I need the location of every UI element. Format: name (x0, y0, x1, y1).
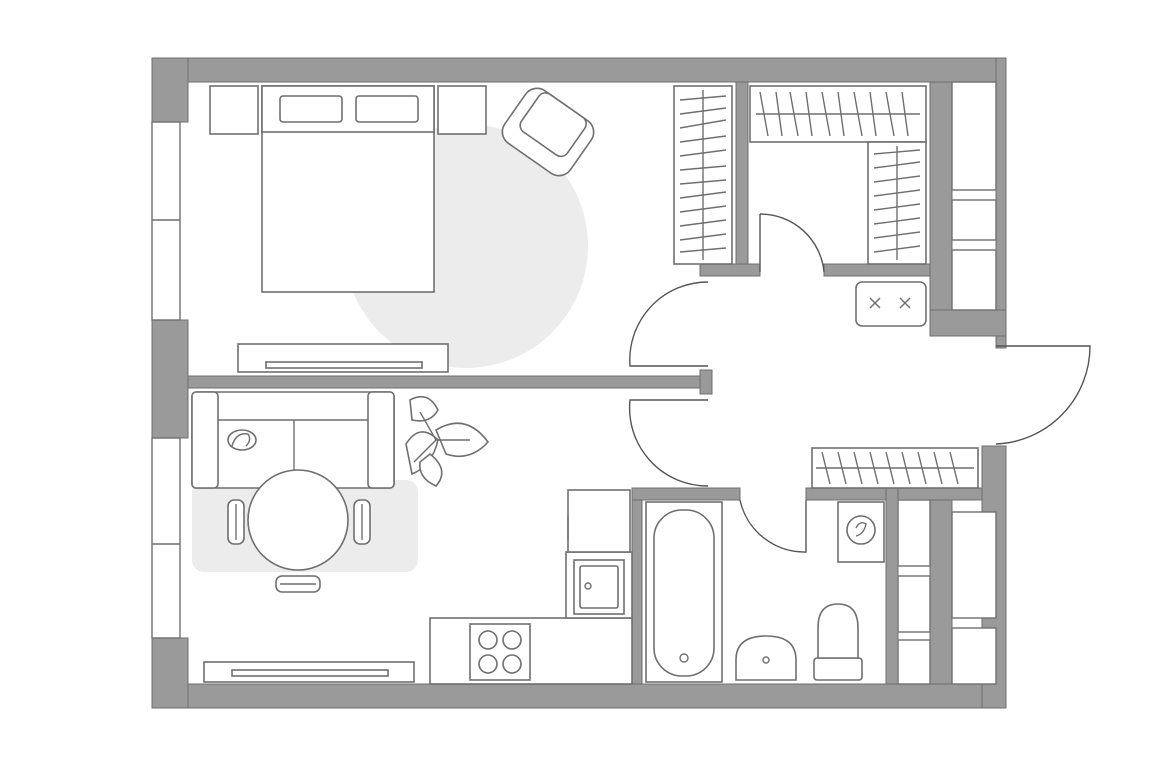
door-bathroom (739, 499, 807, 553)
hangers-hall-wardrobe (816, 451, 974, 485)
panel-switches (869, 297, 911, 309)
burner-1 (478, 630, 498, 650)
armchair (501, 87, 595, 177)
door-entrance (995, 345, 1091, 445)
exterior-walls (151, 57, 1007, 709)
window-right-lower-1 (951, 511, 997, 619)
fridge (567, 489, 631, 553)
nightstand-left (209, 85, 259, 135)
plant-icon (405, 395, 490, 487)
chair-left (227, 499, 245, 545)
bedroom (209, 85, 595, 373)
bathroom (645, 501, 885, 683)
pillow-left (279, 95, 343, 123)
door-living (628, 399, 709, 487)
window-right-lower-2 (951, 627, 997, 685)
tv-bedroom (265, 361, 423, 369)
window-right-upper-1 (951, 81, 997, 191)
window-bath-3 (897, 639, 931, 685)
chair-bottom (275, 575, 321, 593)
window-living (151, 437, 181, 639)
burner-4 (502, 654, 522, 674)
living-area (191, 391, 490, 683)
pillow-right (355, 95, 419, 123)
doors (628, 213, 1091, 553)
hallway (811, 281, 979, 489)
toilet-bowl (817, 603, 859, 659)
electric-panel (855, 281, 927, 327)
window-right-upper-3 (951, 249, 997, 311)
window-right-upper-2 (951, 199, 997, 241)
chair-right (353, 499, 371, 545)
cat-icon (227, 429, 257, 451)
tv-living (231, 669, 389, 677)
kitchen (429, 489, 633, 685)
sofa (191, 391, 395, 489)
nightstand-right (437, 85, 487, 135)
hangers-closet-side (873, 146, 921, 260)
kitchen-counter (429, 617, 633, 685)
hangers-closet-top (756, 91, 920, 137)
toilet-tank (813, 657, 863, 681)
cooktop (469, 623, 531, 681)
interior-walls (187, 81, 983, 685)
window-bath-1 (897, 499, 931, 567)
burner-3 (478, 654, 498, 674)
washbasin (735, 635, 797, 681)
windows (151, 81, 997, 685)
walk-in-closet (673, 85, 927, 265)
window-bedroom (151, 121, 181, 321)
hangers-bedroom-wardrobe (679, 90, 727, 260)
burner-2 (502, 630, 522, 650)
door-closet (759, 213, 825, 273)
dining-table (247, 469, 349, 571)
window-bath-2 (897, 575, 931, 633)
door-bedroom (629, 281, 709, 367)
